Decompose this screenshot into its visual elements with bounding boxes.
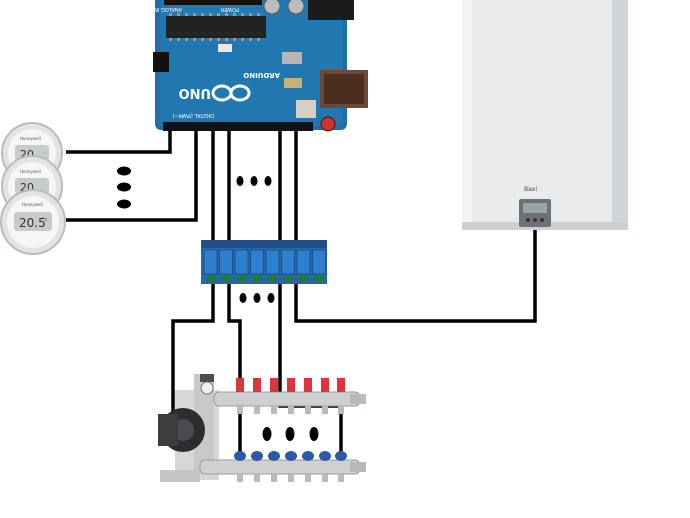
top-header-strip: [164, 0, 262, 5]
boiler: Baxi: [462, 0, 628, 230]
supply-bar: [213, 391, 361, 407]
digital-label: DIGITAL (PWM~): [172, 112, 214, 118]
power-jack: [308, 0, 354, 20]
capacitor-2: [287, 0, 305, 15]
power-label: POWER: [220, 6, 239, 12]
wire-thermostat-top: [66, 130, 172, 154]
supply-outlet-4: [288, 406, 294, 414]
supply-valve-5: [304, 378, 312, 392]
supply-outlet-7: [338, 406, 344, 414]
relay-terminal-6: [283, 276, 293, 282]
relay-terminal-5: [268, 276, 277, 282]
supply-outlet-3: [271, 406, 277, 414]
relay-channel-5: [265, 249, 280, 275]
supply-valve-7: [337, 378, 345, 392]
supply-valve-3: [270, 378, 278, 392]
analog-label: ANALOG IN: [154, 6, 182, 12]
return-outlet-5: [305, 474, 311, 482]
relay-terminal-7: [299, 276, 308, 282]
return-valve-3: [268, 451, 280, 461]
relay-terminal-1: [206, 276, 215, 282]
supply-outlet-6: [322, 406, 328, 414]
board-brand: ARDUINO: [243, 71, 280, 79]
return-valve-1: [234, 451, 246, 461]
relay-channel-6: [281, 249, 295, 275]
thermostat-3: Honeywell 20.5 °c: [0, 189, 66, 255]
supply-valve-6: [321, 378, 329, 392]
return-valve-4: [285, 451, 297, 461]
underfloor-manifold: [158, 374, 366, 482]
return-valve-2: [251, 451, 263, 461]
relay-channel-2: [219, 249, 233, 275]
relay-terminal-4: [252, 276, 262, 282]
return-outlet-7: [338, 474, 344, 482]
arduino-logo-icon: [211, 84, 251, 102]
return-outlet-4: [288, 474, 294, 482]
boiler-brand: Baxi: [524, 186, 537, 193]
supply-outlet-5: [305, 406, 311, 414]
relay-terminal-3: [237, 276, 246, 282]
return-valve-7: [335, 451, 347, 461]
thermostat-2-brand: Honeywell: [20, 169, 41, 174]
supply-valve-4: [287, 378, 295, 392]
supply-outlet-1: [237, 406, 243, 414]
capacitor-1: [263, 0, 281, 15]
thermostat-3-unit: °c: [42, 217, 48, 223]
supply-outlet-2: [254, 406, 260, 414]
relay-terminal-2: [221, 276, 231, 282]
wire-relay-pump: [171, 282, 215, 420]
return-outlet-2: [254, 474, 260, 482]
continuation-dots: [117, 166, 319, 441]
relay-terminal-8: [314, 276, 324, 282]
return-outlet-1: [237, 474, 243, 482]
relay-channel-3: [234, 249, 249, 275]
return-valve-5: [302, 451, 314, 461]
return-valve-6: [319, 451, 331, 461]
return-outlet-6: [322, 474, 328, 482]
thermostat-1-brand: Honeywell: [20, 136, 41, 141]
supply-valve-1: [236, 378, 244, 392]
bottom-header-strip: [163, 122, 313, 131]
wire-thermostat-bottom: [66, 130, 198, 222]
icsp-header: [153, 52, 169, 72]
wire-relay-boiler: [294, 226, 537, 323]
thermostat-3-reading: 20.5: [19, 216, 46, 230]
relay-channel-8: [312, 249, 326, 275]
wire-relay-actuator-1: [227, 282, 242, 456]
supply-valve-2: [253, 378, 261, 392]
microcontroller-chip: [166, 16, 266, 38]
relay-channel-7: [296, 249, 311, 275]
relay-channel-4: [250, 249, 264, 275]
arduino-board: UNO ARDUINO POWER ANALOG IN DIGITAL (PWM…: [153, 0, 368, 132]
return-bar: [199, 459, 361, 475]
return-outlet-3: [271, 474, 277, 482]
reset-button: [320, 116, 336, 132]
relay-channel-1: [203, 249, 218, 275]
relay-module: [201, 240, 327, 284]
thermostat-3-brand: Honeywell: [22, 202, 43, 207]
board-name: UNO: [179, 85, 212, 100]
